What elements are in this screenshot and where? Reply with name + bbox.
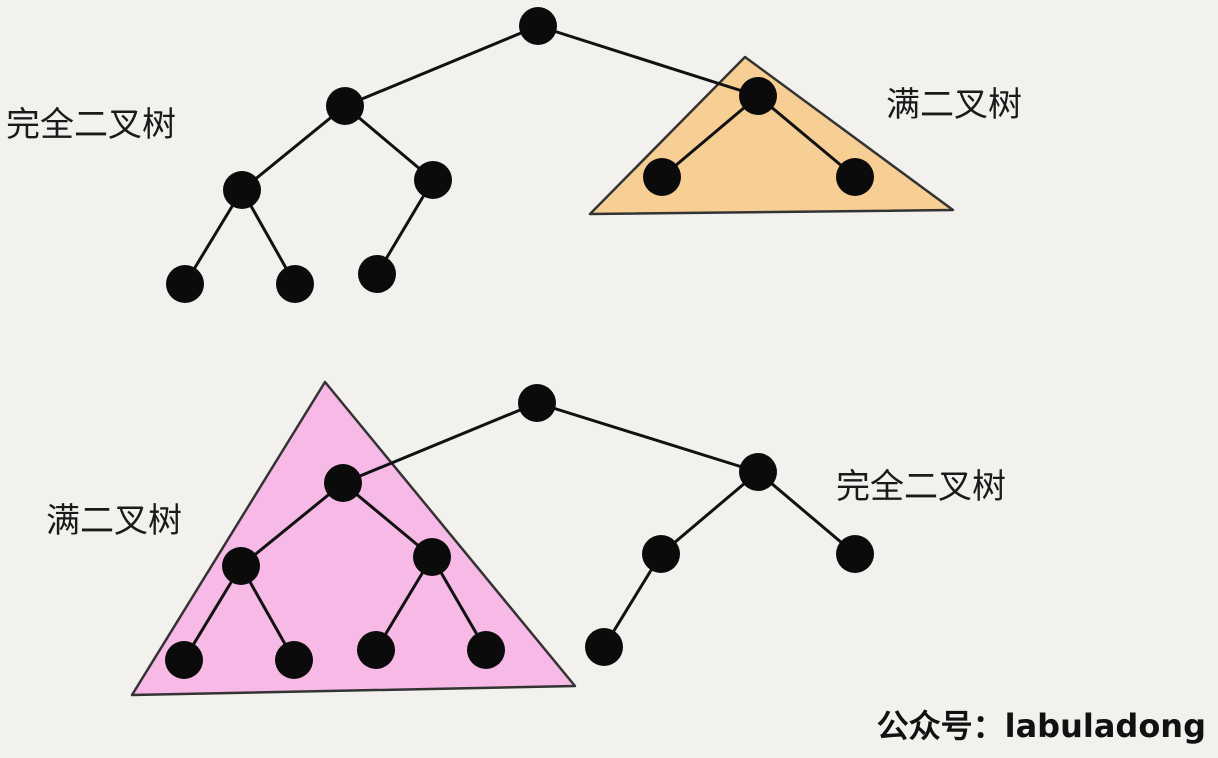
tree-node (275, 641, 313, 679)
tree-node (642, 535, 680, 573)
label-complete-tree-bottom: 完全二叉树 (836, 467, 1006, 507)
tree-node (276, 265, 314, 303)
label-full-tree-top: 满二叉树 (886, 85, 1022, 125)
tree-node (357, 631, 395, 669)
tree-node (836, 158, 874, 196)
tree-node (223, 171, 261, 209)
tree-node (165, 641, 203, 679)
tree-node (739, 453, 777, 491)
tree-node (222, 547, 260, 585)
tree-node (414, 161, 452, 199)
bottom-tree-nodes (165, 384, 874, 679)
tree-node (643, 158, 681, 196)
tree-node (358, 255, 396, 293)
watermark: 公众号：labuladong (877, 707, 1206, 745)
tree-node (324, 464, 362, 502)
tree-node (326, 87, 364, 125)
tree-node (585, 628, 623, 666)
top-tree-nodes (166, 7, 874, 303)
full-subtree-highlight-top (588, 55, 955, 216)
tree-node (836, 535, 874, 573)
tree-node (166, 265, 204, 303)
full-subtree-highlight-bottom (130, 380, 577, 697)
tree-node (413, 538, 451, 576)
label-complete-tree-top: 完全二叉树 (6, 105, 176, 145)
tree-node (519, 7, 557, 45)
tree-node (739, 77, 777, 115)
tree-node (467, 631, 505, 669)
label-full-tree-bottom: 满二叉树 (46, 501, 182, 541)
tree-node (518, 384, 556, 422)
